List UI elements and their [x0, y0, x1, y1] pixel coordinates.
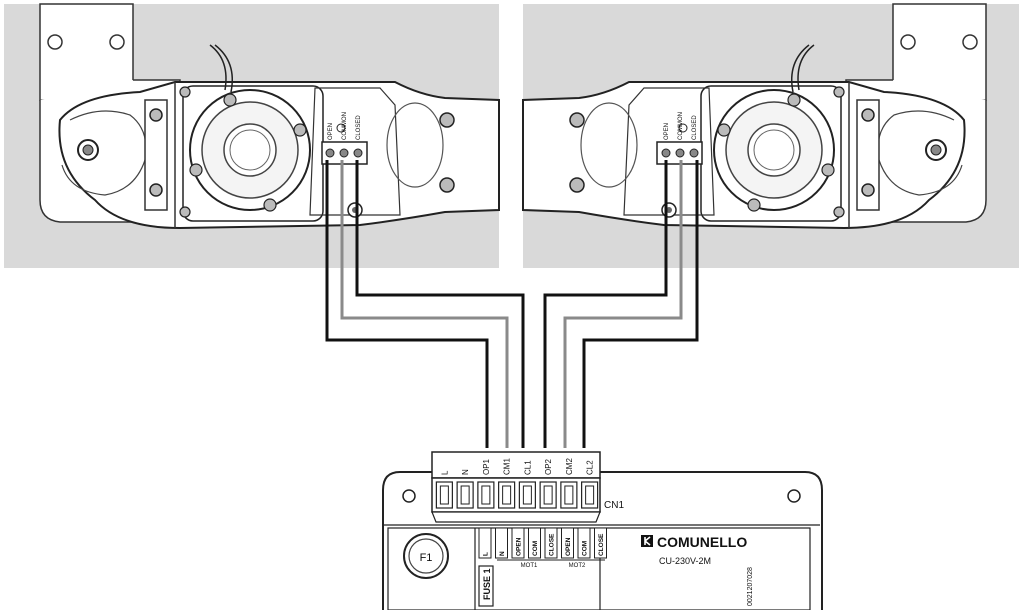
wire-cm2 — [563, 160, 683, 448]
silk-label-close: CLOSE — [598, 533, 605, 556]
cn1-screw-slot — [502, 485, 512, 505]
silk-label-com: COM — [582, 541, 589, 556]
left-terminal-closed-label: CLOSED — [356, 115, 362, 140]
cn1-terminal-label: OP2 — [544, 458, 553, 475]
brand-logo — [641, 535, 653, 547]
cn1-screw-slot — [585, 485, 595, 505]
cn1-screw-slot — [564, 485, 574, 505]
cn1-screw-slot — [460, 485, 470, 505]
fuse-id: F1 — [420, 552, 433, 564]
left-motor-wires — [325, 160, 525, 448]
right-terminal-open-label: OPEN — [664, 123, 670, 140]
silk-label-box — [478, 527, 492, 559]
silk-label-n: N — [499, 551, 506, 556]
cn1-terminal-label: N — [461, 469, 470, 475]
left-motor: OPEN COMMON CLOSED — [58, 44, 500, 230]
cn1-terminal-label: L — [440, 470, 449, 475]
board-model: CU-230V-2M — [659, 556, 711, 566]
silk-label-box — [594, 527, 607, 559]
cn1-screw-slot — [481, 485, 491, 505]
right-motor — [522, 44, 966, 230]
cn1-screw-slot — [439, 485, 449, 505]
right-motor-wires — [543, 160, 699, 448]
silk-label-box — [511, 527, 525, 559]
cn1-label: CN1 — [604, 500, 624, 511]
silk-label-com: COM — [532, 541, 539, 556]
wire-cl1 — [355, 160, 525, 448]
board-code: 0021207028 — [747, 567, 754, 606]
silk-label-open: OPEN — [516, 537, 523, 556]
cn1-terminal-label: OP1 — [482, 458, 491, 475]
silk-label-box — [495, 527, 508, 559]
cn1-screw-slot — [522, 485, 532, 505]
wire-cl2 — [582, 160, 699, 448]
silk-label-box — [561, 527, 574, 559]
silk-label-l: L — [483, 552, 490, 556]
cn1-terminal-label: CL1 — [523, 460, 532, 475]
group-label-mot1: MOT1 — [521, 563, 538, 569]
right-terminal-closed-label: CLOSED — [692, 115, 698, 140]
silk-label-box — [544, 527, 558, 559]
wire-cm1 — [340, 160, 509, 448]
cn1-terminal-label: CL2 — [586, 460, 595, 475]
cn1-terminal-label: CM2 — [565, 458, 574, 475]
silk-labels: L N OPEN COM CLOSE OPEN COM CLOSE — [478, 527, 607, 559]
brand-name: COMUNELLO — [657, 534, 747, 550]
wire-op2 — [543, 160, 668, 448]
left-terminal-common-label: COMMON — [342, 112, 348, 140]
cn1-terminal-label: CM1 — [503, 458, 512, 475]
silk-label-box — [528, 527, 541, 559]
cn1-screw-slot — [543, 485, 553, 505]
fuse-label: FUSE 1 — [482, 568, 492, 600]
group-label-mot2: MOT2 — [569, 563, 586, 569]
fuse-holder — [403, 533, 449, 579]
wire-op1 — [325, 160, 489, 448]
silk-label-close: CLOSE — [549, 533, 556, 556]
silk-label-open: OPEN — [565, 537, 572, 556]
left-terminal-open-label: OPEN — [328, 123, 334, 140]
silk-label-box — [577, 527, 591, 559]
right-terminal-common-label: COMMON — [678, 112, 684, 140]
cn1-terminal-block: L N OP1 CM1 CL1 OP2 CM2 CL2 CN1 — [431, 451, 624, 523]
